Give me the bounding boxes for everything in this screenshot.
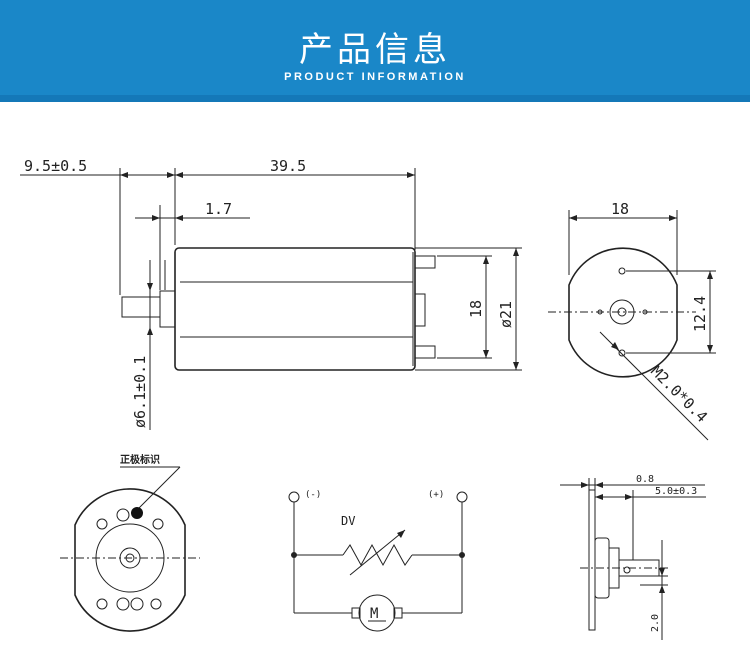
terminal-view: 0.8 5.0±0.3 2.0: [560, 474, 706, 640]
thickness-dim: 0.8: [636, 474, 654, 485]
boss-diameter-dim: ø6.1±0.1: [131, 356, 149, 428]
polarity-view: 正极标识: [60, 453, 200, 632]
header-banner: 产品信息 PRODUCT INFORMATION: [0, 0, 750, 102]
resistor-zigzag: [342, 543, 413, 567]
flat-height-dim: 18: [467, 300, 485, 318]
voltage-label: DV: [341, 514, 355, 528]
neg-label: (-): [305, 490, 321, 500]
circuit-diagram: (-) (+) DV M: [288, 490, 468, 632]
end-width-dim: 18: [611, 200, 629, 218]
offset-dim: 2.0: [650, 614, 661, 632]
protrusion-dim: 5.0±0.3: [655, 486, 697, 497]
header-bottom-strip: [0, 95, 750, 102]
boss: [159, 290, 176, 328]
body-length-dim: 39.5: [270, 157, 306, 175]
neg-terminal: [288, 491, 300, 503]
motor-body: [174, 247, 416, 371]
shaft-length-dim: 9.5±0.5: [24, 157, 87, 175]
motor-label: M: [370, 606, 378, 622]
terminal-negative: [116, 508, 130, 522]
mount-hole-bottom: [618, 349, 626, 357]
terminal-bottom: [414, 345, 436, 359]
page-subtitle: PRODUCT INFORMATION: [284, 71, 466, 83]
positive-dot: [131, 507, 143, 519]
end-view-outline: [568, 247, 678, 378]
side-view: 9.5±0.5 39.5 1.7 18 ø21 ø6.1±0.1: [20, 157, 522, 430]
boss-length-dim: 1.7: [205, 200, 232, 218]
mount-hole-top: [618, 267, 626, 275]
page-title: 产品信息: [299, 30, 451, 70]
shaft: [121, 296, 161, 318]
pos-terminal: [456, 491, 468, 503]
rear-bearing: [414, 293, 426, 327]
rear-end-outline: [74, 488, 186, 632]
positive-mark-label: 正极标识: [120, 453, 160, 466]
end-plate: [588, 489, 596, 631]
screw-callout: M2.0*0.4: [647, 362, 711, 426]
end-view: 18 12.4 M2.0*0.4: [548, 200, 716, 441]
terminal-top: [414, 255, 436, 269]
diameter-dim: ø21: [497, 301, 515, 328]
hole-spacing-dim: 12.4: [691, 296, 709, 332]
pos-label: (+): [428, 490, 444, 500]
motor-symbol: [358, 594, 396, 632]
